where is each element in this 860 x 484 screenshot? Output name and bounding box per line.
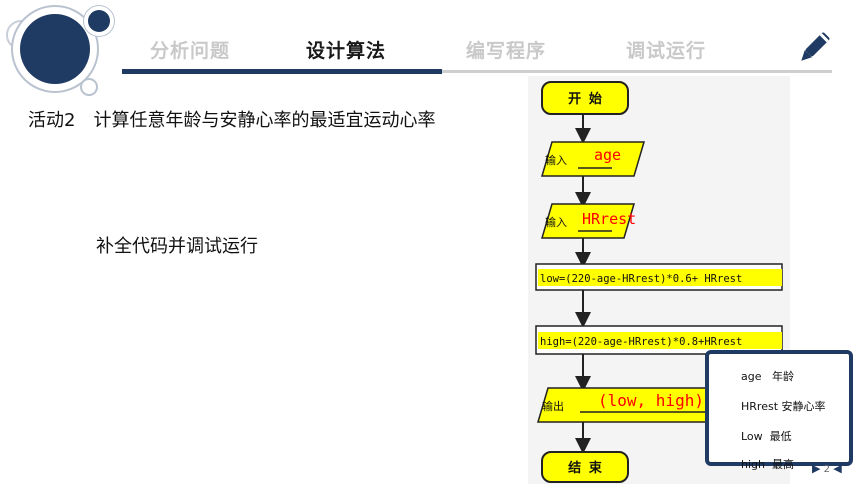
flowchart-output-answer: (low, high) — [598, 391, 704, 410]
page-indicator: ▶ 2 ◀ — [812, 462, 842, 475]
nav-tab-analyze[interactable]: 分析问题 — [150, 40, 231, 62]
legend-item-high: high 最高 — [741, 458, 794, 471]
nav-tab-debug-run[interactable]: 调试运行 — [626, 40, 707, 62]
flowchart-input2-answer: HRrest — [582, 210, 636, 228]
legend-item-hrrest: HRrest 安静心率 — [741, 400, 826, 413]
legend-item-age: age 年龄 — [741, 370, 794, 383]
flowchart-input2-label: 输入 — [545, 215, 567, 229]
flowchart-process-low-highlight — [538, 269, 782, 286]
flowchart-start-text: 开 始 — [568, 91, 602, 107]
variable-legend-box: age 年龄 HRrest 安静心率 Low 最低 high 最高 — [705, 350, 853, 471]
prev-page-icon[interactable]: ◀ — [833, 462, 842, 475]
logo-circle-tiny — [80, 78, 98, 96]
flowchart-process-high-highlight — [538, 332, 782, 349]
nav-underline — [122, 70, 832, 73]
flowchart-input1-label: 输入 — [545, 153, 567, 167]
activity-title: 活动2 计算任意年龄与安静心率的最适宜运动心率 — [28, 106, 435, 132]
flowchart-process-high-text: high=(220-age-HRrest)*0.8+HRrest — [540, 336, 742, 348]
nav-tab-design-algorithm[interactable]: 设计算法 — [306, 40, 387, 62]
page-number: 2 — [823, 464, 831, 475]
flowchart-end-text: 结 束 — [568, 460, 603, 476]
flowchart-input-hrrest-box — [540, 203, 636, 239]
flowchart-input-age-box — [540, 141, 646, 177]
flowchart: 开 始 输入 age 输入 HRrest low=(220-age-HRrest… — [535, 81, 783, 483]
logo-circle-large — [20, 14, 90, 84]
flowchart-process-low-text: low=(220-age-HRrest)*0.6+ HRrest — [540, 273, 742, 285]
flowchart-input1-answer: age — [594, 146, 621, 164]
flowchart-output-label: 输出 — [542, 399, 564, 413]
logo-circle-small — [88, 10, 110, 32]
flowchart-start-terminal — [541, 81, 629, 115]
activity-label: 活动2 — [28, 110, 76, 131]
nav-tab-write-program[interactable]: 编写程序 — [466, 40, 547, 62]
next-page-icon[interactable]: ▶ — [812, 462, 821, 475]
instruction-text: 补全代码并调试运行 — [96, 236, 258, 257]
legend-item-low: Low 最低 — [741, 430, 792, 443]
nav-active-indicator — [122, 69, 442, 74]
flowchart-end-terminal — [541, 451, 629, 483]
pencil-icon — [801, 32, 830, 61]
activity-text: 计算任意年龄与安静心率的最适宜运动心率 — [93, 110, 436, 131]
